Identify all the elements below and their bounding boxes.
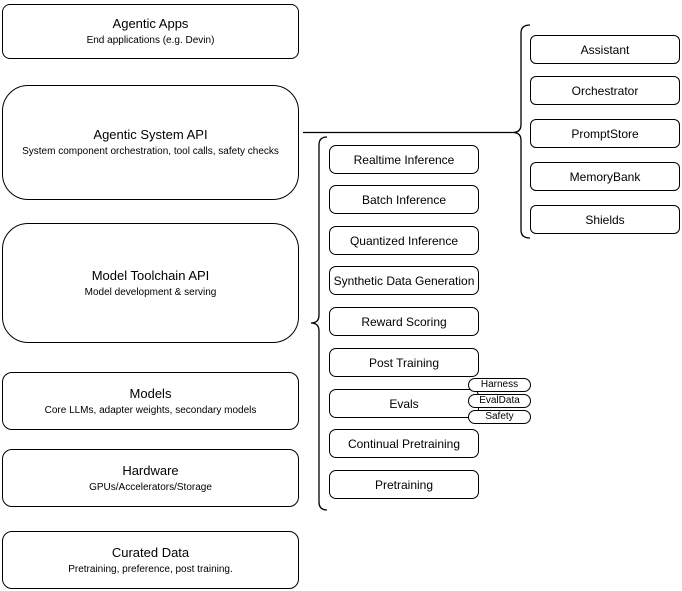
layer-subtitle: Core LLMs, adapter weights, secondary mo… (44, 404, 257, 416)
node-pretraining: Pretraining (329, 470, 479, 499)
node-label: Evals (389, 396, 419, 411)
layer-box-agentic-apps: Agentic Apps End applications (e.g. Devi… (2, 4, 299, 59)
node-label: Batch Inference (361, 192, 447, 207)
node-label: Reward Scoring (361, 314, 447, 329)
layer-subtitle: End applications (e.g. Devin) (86, 35, 215, 46)
layer-title: Models (129, 385, 172, 401)
component-shields: Shields (530, 205, 680, 234)
component-label: Orchestrator (571, 83, 639, 98)
layer-title: Agentic System API (93, 127, 208, 142)
node-post-training: Post Training (329, 348, 479, 377)
node-quantized-inference: Quantized Inference (329, 226, 479, 255)
node-realtime-inference: Realtime Inference (329, 145, 479, 174)
component-promptstore: PromptStore (530, 119, 680, 148)
layer-subtitle: System component orchestration, tool cal… (22, 146, 279, 157)
layer-box-curated-data: Curated Data Pretraining, preference, po… (2, 531, 299, 589)
layer-subtitle: Model development & serving (84, 286, 217, 298)
layer-title: Curated Data (111, 544, 190, 560)
tag-safety: Safety (468, 410, 531, 424)
layer-box-agentic-system-api: Agentic System API System component orch… (2, 85, 299, 200)
layer-box-hardware: Hardware GPUs/Accelerators/Storage (2, 449, 299, 507)
node-evals: Evals (329, 389, 479, 418)
components-curly-brace (512, 24, 531, 239)
node-label: Pretraining (374, 477, 434, 492)
component-label: Assistant (580, 42, 630, 57)
node-label: Continual Pretraining (347, 436, 461, 451)
layer-title: Agentic Apps (112, 16, 189, 31)
component-label: MemoryBank (569, 169, 641, 184)
layer-subtitle: Pretraining, preference, post training. (68, 563, 233, 575)
layer-box-models: Models Core LLMs, adapter weights, secon… (2, 372, 299, 430)
node-continual-pretraining: Continual Pretraining (329, 429, 479, 458)
tag-harness: Harness (468, 378, 531, 392)
toolchain-curly-brace (310, 136, 328, 511)
layer-title: Hardware (122, 462, 179, 478)
component-label: PromptStore (571, 126, 639, 141)
node-batch-inference: Batch Inference (329, 185, 479, 214)
tag-label: Safety (485, 411, 514, 422)
node-label: Post Training (368, 355, 440, 370)
layer-subtitle: GPUs/Accelerators/Storage (89, 481, 212, 493)
layer-box-model-toolchain-api: Model Toolchain API Model development & … (2, 223, 299, 343)
node-label: Quantized Inference (349, 233, 459, 248)
node-label: Synthetic Data Generation (333, 273, 475, 288)
component-assistant: Assistant (530, 35, 680, 64)
component-orchestrator: Orchestrator (530, 76, 680, 105)
node-reward-scoring: Reward Scoring (329, 307, 479, 336)
layer-title: Model Toolchain API (91, 267, 210, 283)
component-label: Shields (585, 212, 625, 227)
tag-evaldata: EvalData (468, 394, 531, 408)
node-label: Realtime Inference (353, 152, 455, 167)
component-memorybank: MemoryBank (530, 162, 680, 191)
node-synthetic-data-generation: Synthetic Data Generation (329, 266, 479, 295)
tag-label: Harness (480, 379, 519, 390)
tag-label: EvalData (479, 395, 520, 406)
